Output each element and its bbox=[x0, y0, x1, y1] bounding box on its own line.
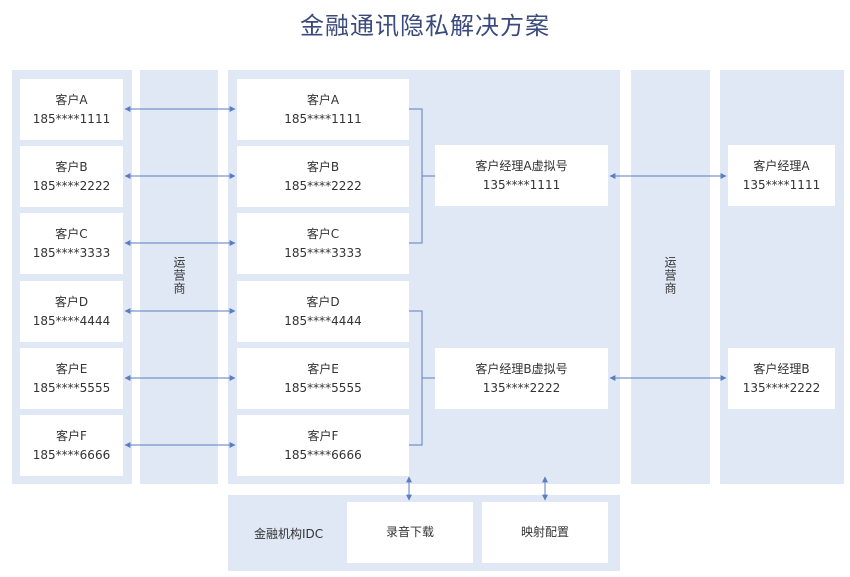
customer-phone: 185****1111 bbox=[284, 111, 362, 126]
customer-name: 客户B bbox=[306, 159, 340, 174]
customer-phone: 185****6666 bbox=[32, 447, 111, 462]
recording-download-box[interactable]: 录音下载 bbox=[347, 502, 473, 563]
virtual-number-box[interactable]: 客户经理B虚拟号 135****2222 bbox=[435, 348, 608, 409]
group-a-bracket bbox=[409, 108, 435, 244]
platform-customer-box[interactable]: 客户A 185****1111 bbox=[237, 79, 409, 140]
customer-name: 客户F bbox=[307, 428, 339, 443]
platform-customer-box[interactable]: 客户B 185****2222 bbox=[237, 146, 409, 207]
customer-phone: 185****5555 bbox=[32, 380, 111, 395]
customer-box[interactable]: 客户B 185****2222 bbox=[20, 146, 123, 207]
mapping-config-label: 映射配置 bbox=[520, 525, 569, 539]
mapping-config-box[interactable]: 映射配置 bbox=[482, 502, 608, 563]
platform-customer-box[interactable]: 客户D 185****4444 bbox=[237, 281, 409, 342]
customer-phone: 185****4444 bbox=[32, 313, 111, 328]
manager-phone: 135****2222 bbox=[742, 380, 821, 395]
customer-box[interactable]: 客户D 185****4444 bbox=[20, 281, 123, 342]
recording-download-label: 录音下载 bbox=[385, 525, 434, 539]
customer-phone: 185****2222 bbox=[32, 178, 111, 193]
customer-name: 客户F bbox=[56, 428, 87, 443]
customer-phone: 185****3333 bbox=[284, 245, 362, 260]
customer-box[interactable]: 客户E 185****5555 bbox=[20, 348, 123, 409]
platform-customer-box[interactable]: 客户E 185****5555 bbox=[237, 348, 409, 409]
customer-phone: 185****1111 bbox=[32, 111, 111, 126]
manager-panel bbox=[720, 70, 844, 484]
customer-box[interactable]: 客户C 185****3333 bbox=[20, 213, 123, 274]
customer-name: 客户A bbox=[306, 92, 340, 107]
idc-label: 金融机构IDC bbox=[254, 527, 324, 541]
customer-phone: 185****4444 bbox=[284, 313, 362, 328]
customer-phone: 185****2222 bbox=[284, 178, 362, 193]
manager-box[interactable]: 客户经理B 135****2222 bbox=[728, 348, 835, 409]
group-b-bracket bbox=[409, 310, 435, 446]
carrier-panel-right bbox=[631, 70, 710, 484]
manager-name: 客户经理B bbox=[753, 361, 810, 376]
manager-name: 客户经理A bbox=[753, 158, 810, 173]
platform-customer-box[interactable]: 客户F 185****6666 bbox=[237, 415, 409, 476]
carrier-label-right: 运营商 bbox=[663, 256, 677, 295]
carrier-panel-left bbox=[140, 70, 218, 484]
customer-phone: 185****6666 bbox=[284, 447, 362, 462]
customer-phone: 185****3333 bbox=[32, 245, 111, 260]
customer-name: 客户C bbox=[306, 226, 340, 241]
virtual-number-phone: 135****1111 bbox=[482, 177, 561, 192]
virtual-number-name: 客户经理A虚拟号 bbox=[475, 158, 568, 173]
customer-name: 客户E bbox=[307, 361, 339, 376]
page-title: 金融通讯隐私解决方案 bbox=[300, 12, 550, 40]
manager-phone: 135****1111 bbox=[742, 177, 821, 192]
customer-name: 客户A bbox=[55, 92, 88, 107]
virtual-number-phone: 135****2222 bbox=[482, 380, 561, 395]
carrier-label-left: 运营商 bbox=[172, 256, 186, 295]
customer-name: 客户B bbox=[55, 159, 88, 174]
virtual-number-box[interactable]: 客户经理A虚拟号 135****1111 bbox=[435, 145, 608, 206]
manager-box[interactable]: 客户经理A 135****1111 bbox=[728, 145, 835, 206]
customer-phone: 185****5555 bbox=[284, 380, 362, 395]
customer-name: 客户D bbox=[306, 294, 340, 309]
customer-box[interactable]: 客户F 185****6666 bbox=[20, 415, 123, 476]
customer-box[interactable]: 客户A 185****1111 bbox=[20, 79, 123, 140]
virtual-number-name: 客户经理B虚拟号 bbox=[475, 361, 568, 376]
platform-customer-box[interactable]: 客户C 185****3333 bbox=[237, 213, 409, 274]
customer-name: 客户C bbox=[55, 226, 88, 241]
customer-name: 客户E bbox=[55, 361, 88, 376]
customer-name: 客户D bbox=[54, 294, 89, 309]
